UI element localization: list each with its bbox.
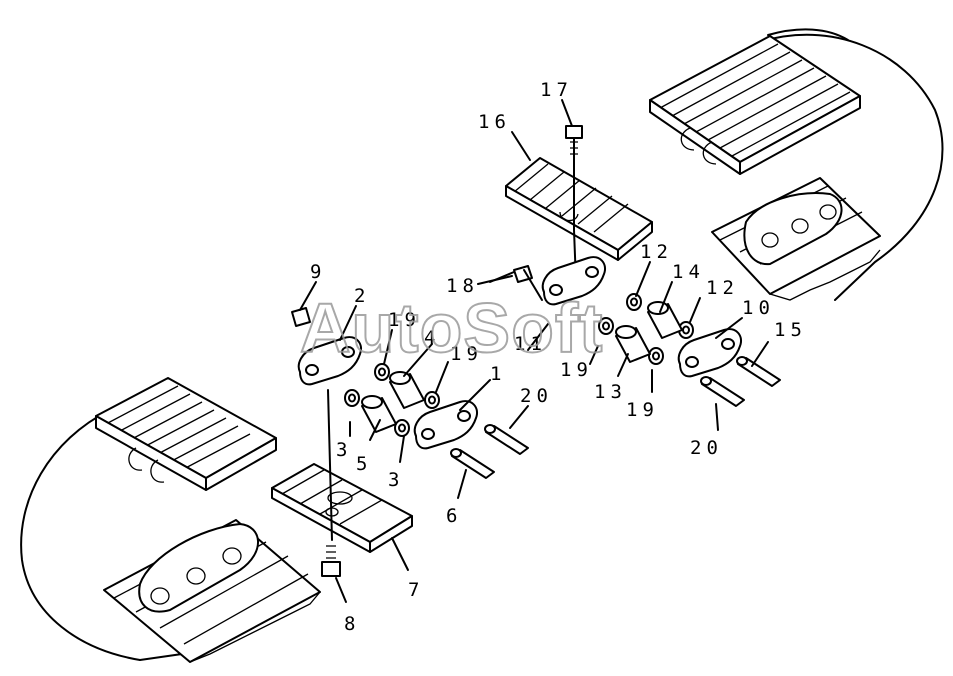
callout-17: 17	[540, 79, 573, 101]
callout-4: 4	[424, 327, 440, 349]
left-track-shoes-top	[95, 377, 277, 491]
callout-7: 7	[408, 579, 424, 601]
right-track-assembly	[649, 28, 944, 301]
callout-3a: 3	[336, 439, 352, 461]
callout-15: 15	[774, 319, 807, 341]
callout-11: 11	[514, 333, 547, 355]
autosoft-watermark: AutoSoft	[300, 289, 603, 367]
lower-track-shoe	[271, 463, 413, 553]
callout-13: 13	[594, 381, 627, 403]
callout-19c: 19	[560, 359, 593, 381]
callout-20a: 20	[520, 385, 553, 407]
callout-19a: 19	[388, 309, 421, 331]
link-dash-upper	[523, 269, 543, 301]
callout-14: 14	[672, 261, 705, 283]
callout-16: 16	[478, 111, 511, 133]
leader-lines	[299, 99, 769, 603]
left-track-assembly	[20, 377, 321, 663]
bolt-lower	[321, 389, 341, 577]
callout-2: 2	[354, 285, 370, 307]
right-track-shoes-top	[649, 35, 861, 175]
callout-10: 10	[742, 297, 775, 319]
callout-6: 6	[446, 505, 462, 527]
callout-5: 5	[356, 453, 372, 475]
callout-19b: 19	[450, 343, 483, 365]
callout-8: 8	[344, 613, 360, 635]
callout-9: 9	[310, 261, 326, 283]
callout-18: 18	[446, 275, 479, 297]
left-track-links-lower	[103, 519, 321, 663]
callout-1: 1	[490, 363, 506, 385]
callout-labels: 17 16 12 14 12 10 15 18 9 2 19 4 19 11 1…	[310, 79, 807, 635]
callout-12b: 12	[706, 277, 739, 299]
right-track-shoe-grousers	[680, 127, 717, 165]
upper-track-shoe	[505, 157, 653, 261]
callout-20b: 20	[690, 437, 723, 459]
callout-19d: 19	[626, 399, 659, 421]
callout-3b: 3	[388, 469, 404, 491]
right-track-links-lower	[711, 177, 881, 301]
callout-12a: 12	[640, 241, 673, 263]
